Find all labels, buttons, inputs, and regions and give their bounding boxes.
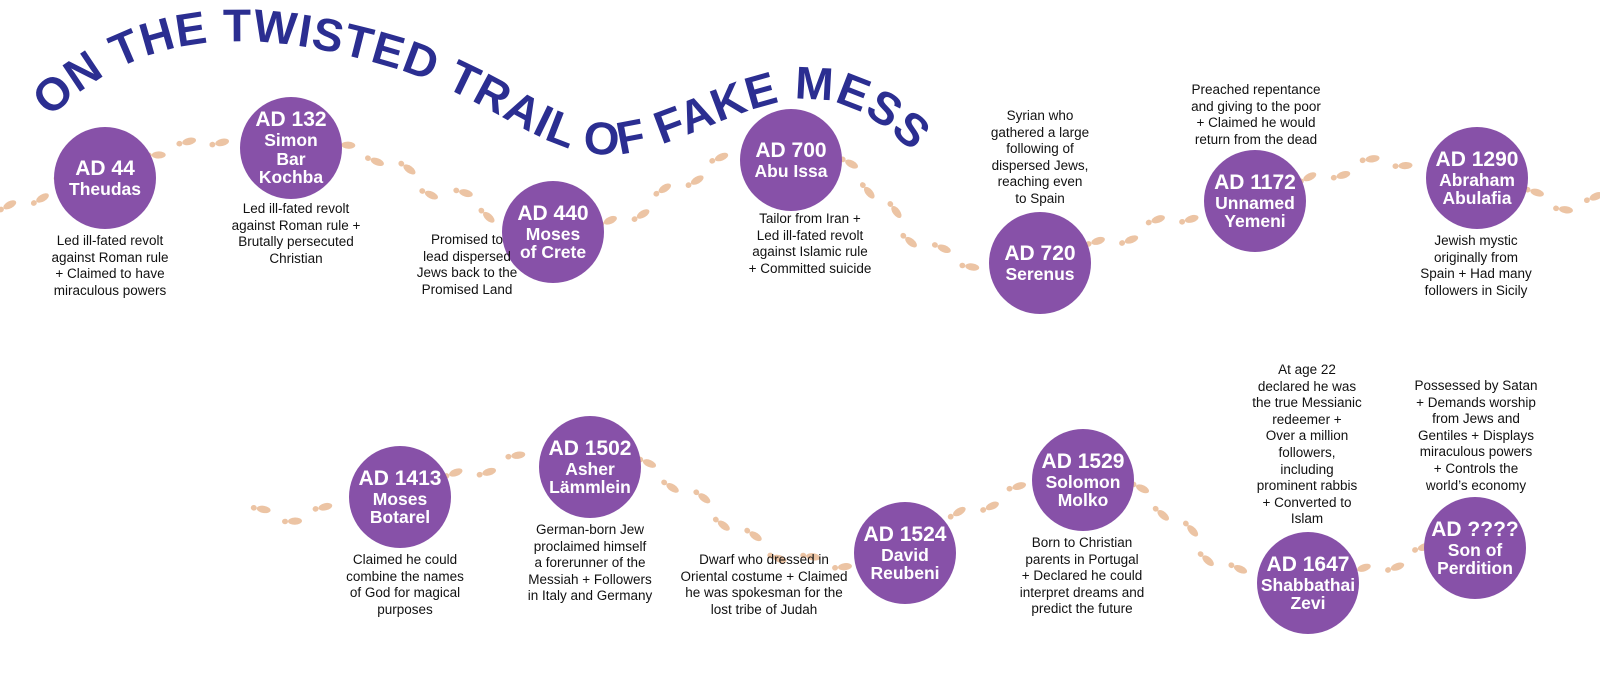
footprint-mark [1006, 482, 1027, 492]
footprint-mark [476, 467, 497, 478]
node-name: David Reubeni [870, 544, 940, 584]
footprint-mark [744, 527, 762, 542]
node-name: Serenus [1005, 263, 1075, 284]
footprint-mark [250, 505, 271, 514]
node-year: AD ???? [1431, 517, 1519, 541]
node-year: AD 1290 [1435, 147, 1519, 171]
node-year: AD 700 [755, 138, 827, 162]
footprint-mark [209, 138, 230, 148]
node-description: Tailor from Iran + Led ill-fated revolt … [748, 211, 872, 276]
node-name: Moses of Crete [519, 223, 587, 263]
node-description: Jewish mystic originally from Spain + Ha… [1420, 233, 1532, 298]
node-year: AD 44 [75, 156, 135, 180]
footprint-mark [1392, 161, 1413, 170]
node-name: Shabbathai Zevi [1260, 574, 1356, 614]
footprint-mark [419, 188, 438, 200]
node-year: AD 1647 [1266, 552, 1350, 576]
footprint-mark [900, 232, 917, 248]
footprint-mark [1583, 192, 1600, 204]
footprint-mark [947, 506, 966, 520]
footprint-mark [398, 160, 416, 175]
footprint-mark [1197, 551, 1214, 567]
node-year: AD 1502 [548, 436, 632, 460]
footprint-mark [653, 183, 671, 197]
node-description: Claimed he could combine the names of Go… [346, 552, 464, 617]
footprint-mark [1145, 215, 1165, 226]
footprint-mark [685, 175, 704, 188]
footprint-mark [30, 193, 49, 206]
node-year: AD 720 [1004, 241, 1076, 265]
footprint-mark [709, 152, 729, 164]
node-description: Born to Christian parents in Portugal + … [1019, 535, 1145, 617]
footprint-mark [505, 451, 526, 460]
footprint-mark [176, 137, 197, 147]
footprint-mark [282, 517, 302, 525]
footprint-mark [859, 182, 875, 199]
footprint-mark [364, 155, 384, 167]
footprint-mark [312, 502, 333, 512]
footprint-mark [1228, 562, 1248, 574]
footprint-mark [0, 200, 17, 213]
footprint-mark [887, 201, 902, 218]
footprint-mark [693, 489, 711, 504]
node-year: AD 1524 [863, 522, 947, 546]
node-name: Abu Issa [754, 160, 828, 181]
node-description: Possessed by Satan + Demands worship fro… [1414, 378, 1538, 493]
footprint-mark [980, 501, 999, 513]
footprint-mark [1359, 155, 1380, 164]
footprint-mark [712, 516, 730, 531]
node-year: AD 132 [255, 108, 327, 132]
node-year: AD 1172 [1214, 170, 1296, 194]
node-description: Promised to lead dispersed Jews back to … [416, 232, 518, 297]
node-description: Led ill-fated revolt against Roman rule … [51, 233, 169, 298]
footprint-mark [1182, 520, 1199, 537]
node-year: AD 440 [517, 201, 589, 225]
node-name: Moses Botarel [369, 488, 431, 528]
node-description: Dwarf who dressed in Oriental costume + … [680, 552, 848, 617]
footprint-mark [1119, 235, 1139, 246]
node-description: Syrian who gathered a large following of… [990, 108, 1090, 206]
footprint-mark [800, 552, 821, 561]
footprint-mark [453, 187, 473, 198]
footprint-mark [631, 209, 650, 222]
node-year: AD 1413 [358, 466, 442, 490]
footprint-mark [1385, 562, 1405, 573]
node-name: Abraham Abulafia [1439, 169, 1515, 209]
footprint-mark [1152, 505, 1169, 521]
node-name: Asher Lämmlein [549, 458, 631, 498]
footprint-mark [1179, 214, 1199, 225]
node-name: Solomon Molko [1045, 471, 1121, 511]
node-description: German-born Jew proclaimed himself a for… [527, 522, 653, 604]
footprint-mark [1553, 205, 1573, 214]
footprint-mark [767, 552, 787, 564]
footprint-mark [661, 479, 679, 493]
node-name: Theudas [69, 178, 141, 199]
node-year: AD 1529 [1041, 449, 1125, 473]
node-name: Son of Perdition [1437, 539, 1513, 579]
node-name: Unnamed Yemeni [1215, 192, 1295, 232]
node-name: Simon Bar Kochba [258, 130, 324, 188]
node-description: At age 22 declared he was the true Messi… [1252, 362, 1362, 527]
footprint-mark [931, 242, 951, 254]
node-description: Preached repentance and giving to the po… [1191, 82, 1321, 147]
footprint-mark [478, 207, 495, 223]
footprint-mark [832, 563, 852, 571]
footprint-mark [959, 262, 980, 271]
messiah-node: AD ????Son of Perdition [1424, 497, 1526, 599]
footprint-mark [1330, 171, 1351, 181]
node-description: Led ill-fated revolt against Roman rule … [231, 201, 361, 266]
